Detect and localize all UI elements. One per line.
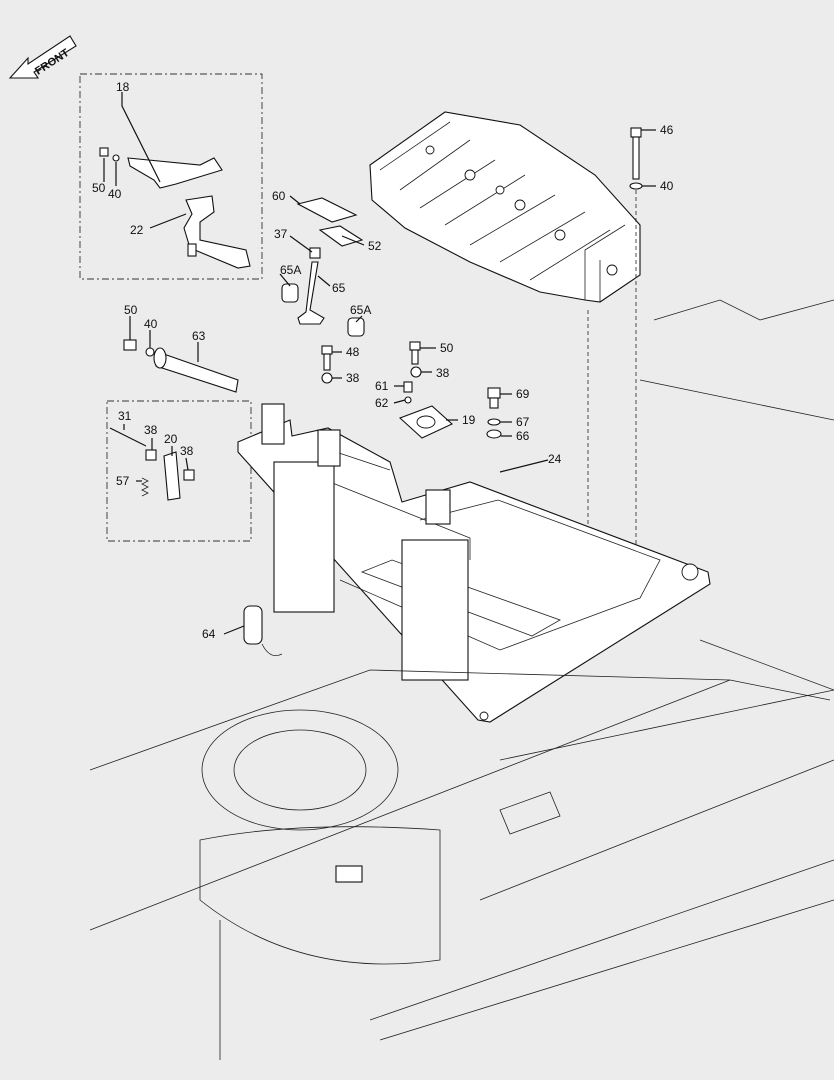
pedal-arm-18 [127, 157, 223, 189]
pedal-65 [281, 261, 365, 337]
nut-37 [309, 247, 321, 259]
callout-38-center: 38 [346, 371, 360, 385]
bolt-48 [321, 345, 333, 384]
callout-50-center: 50 [440, 341, 454, 355]
callout-40-top: 40 [108, 187, 122, 201]
front-arrow: FRONT [8, 35, 77, 79]
callout-60: 60 [272, 189, 286, 203]
callout-65A-right: 65A [350, 303, 371, 317]
callout-22: 22 [130, 223, 144, 237]
callout-52: 52 [368, 239, 382, 253]
callout-69: 69 [516, 387, 530, 401]
callout-65A-left: 65A [280, 263, 301, 277]
bolt-50-top [99, 147, 120, 162]
callout-67: 67 [516, 415, 530, 429]
callout-50-top: 50 [92, 181, 106, 195]
callout-40-right: 40 [660, 179, 674, 193]
callout-18: 18 [116, 80, 130, 94]
callout-66: 66 [516, 429, 530, 443]
callout-38-right: 38 [436, 366, 450, 380]
callout-62: 62 [375, 396, 389, 410]
rod-31 [109, 427, 147, 447]
callout-31: 31 [118, 409, 132, 423]
washer-40-right [629, 182, 643, 190]
pedal-bracket-22 [183, 195, 251, 269]
bolt-46 [630, 127, 642, 180]
callout-40-left: 40 [144, 317, 158, 331]
shaft-63 [153, 347, 239, 393]
callout-38-spring-a: 38 [144, 423, 158, 437]
spring-subassembly-box [106, 400, 252, 542]
pedal-subassembly-box [79, 73, 263, 280]
switch-64 [243, 605, 283, 657]
callout-20: 20 [164, 432, 178, 446]
callout-50-left: 50 [124, 303, 138, 317]
plate-19 [398, 405, 453, 439]
lower-chassis [89, 299, 834, 1060]
lever-20 [163, 451, 181, 501]
nut-38-b [183, 469, 195, 481]
plate-52 [318, 225, 364, 247]
bolt-61-62 [403, 381, 413, 404]
callout-38-spring-b: 38 [180, 444, 194, 458]
callout-37: 37 [274, 227, 288, 241]
frame-24 [237, 403, 711, 723]
spring-57 [141, 477, 149, 497]
bolt-69 [486, 387, 502, 439]
control-valve-assembly [369, 111, 641, 303]
callout-63: 63 [192, 329, 206, 343]
callout-65: 65 [332, 281, 346, 295]
callout-19: 19 [462, 413, 476, 427]
callout-57: 57 [116, 474, 130, 488]
callout-64: 64 [202, 627, 216, 641]
bolt-50-center [409, 341, 422, 378]
callout-48: 48 [346, 345, 360, 359]
nut-38-a [145, 449, 157, 461]
callout-46: 46 [660, 123, 674, 137]
pedal-pad-60 [296, 197, 358, 223]
leader-lines [103, 92, 656, 635]
callout-61: 61 [375, 379, 389, 393]
callout-24: 24 [548, 452, 562, 466]
